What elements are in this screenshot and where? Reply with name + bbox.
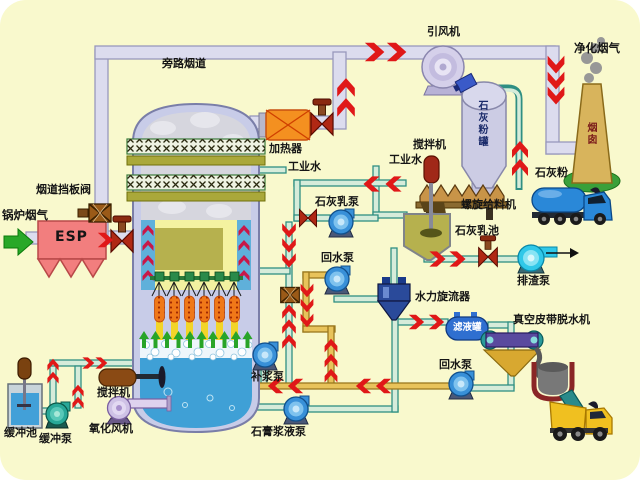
label-return-water-pump-upper: 回水泵 xyxy=(321,251,354,264)
label-chimney: 烟囱 xyxy=(585,122,596,146)
label-bypass-flue: 旁路烟道 xyxy=(162,57,206,70)
label-agitator-pool: 搅拌机 xyxy=(413,138,446,151)
label-id-fan: 引风机 xyxy=(427,25,460,38)
id-fan xyxy=(421,45,465,96)
slag-discharge-pump xyxy=(517,244,558,274)
oxidation-fan xyxy=(106,395,132,425)
lime-powder-silo xyxy=(453,72,507,199)
esp xyxy=(36,220,107,279)
label-industrial-water-pool: 工业水 xyxy=(389,153,422,166)
buffer-pool xyxy=(7,357,43,429)
hydrocyclone xyxy=(376,277,412,321)
label-lime-powder-tank: 石灰粉罐 xyxy=(476,100,487,148)
slag-discharge-arrow xyxy=(546,248,579,258)
smoke xyxy=(581,37,605,83)
label-agitator-tower: 搅拌机 xyxy=(97,386,130,399)
spray-nozzles xyxy=(150,271,243,298)
label-buffer-pool: 缓冲池 xyxy=(4,426,37,439)
label-hydrocyclone: 水力旋流器 xyxy=(415,290,470,303)
absorber-tower xyxy=(98,102,266,434)
return-water-pump-lower xyxy=(448,370,475,400)
label-heater: 加热器 xyxy=(269,142,302,155)
mid-line-valve xyxy=(279,286,301,304)
mist-zone-texture xyxy=(150,112,244,218)
lime-slurry-pool xyxy=(403,155,451,261)
label-slurry-makeup-pump: 补浆泵 xyxy=(251,370,284,383)
tower-agitator xyxy=(98,366,166,388)
label-buffer-pump: 缓冲泵 xyxy=(39,432,72,445)
tower-liquid xyxy=(140,354,252,428)
label-filtrate-tank: 滤液罐 xyxy=(453,322,482,333)
buffer-pump xyxy=(45,401,71,429)
label-gypsum-slurry-pump: 石膏浆液泵 xyxy=(251,425,306,438)
label-oxidation-fan: 氧化风机 xyxy=(89,422,133,435)
filtrate-tank xyxy=(445,312,489,341)
return-water-pump-upper xyxy=(324,265,351,295)
label-return-water-pump-lower: 回水泵 xyxy=(439,358,472,371)
label-screw-feeder: 螺旋给料机 xyxy=(461,198,516,211)
label-clean-flue-gas: 净化烟气 xyxy=(574,41,620,55)
gypsum-slurry-pump xyxy=(283,395,310,425)
label-lime-slurry-pump: 石灰乳泵 xyxy=(315,195,359,208)
slurry-makeup-pump xyxy=(252,341,279,371)
pool-agitator-motor xyxy=(423,155,440,184)
label-lime-slurry-pool: 石灰乳池 xyxy=(455,224,499,237)
heater xyxy=(258,109,311,141)
lime-slurry-pump xyxy=(328,208,355,238)
label-esp: ESP xyxy=(55,229,88,245)
label-vacuum-belt-dewaterer: 真空皮带脱水机 xyxy=(513,313,590,326)
label-flue-damper-valve: 烟道挡板阀 xyxy=(36,183,91,196)
vacuum-belt-dewaterer xyxy=(480,330,544,377)
bypass-damper-valve xyxy=(77,203,112,223)
label-industrial-water-tower: 工业水 xyxy=(288,160,321,173)
demister-banks xyxy=(126,138,266,202)
lime-pump-suction-valve xyxy=(298,208,318,228)
chimney xyxy=(563,37,621,193)
boiler-gas-arrow xyxy=(3,227,34,257)
lime-powder-truck xyxy=(531,187,613,225)
label-slag-discharge-pump: 排渣泵 xyxy=(517,274,550,287)
gypsum-truck xyxy=(549,401,613,441)
gypsum-discharge xyxy=(531,346,587,419)
label-lime-powder: 石灰粉 xyxy=(535,166,568,179)
spray-columns xyxy=(154,295,240,350)
label-boiler-flue-gas: 锅炉烟气 xyxy=(2,208,48,222)
